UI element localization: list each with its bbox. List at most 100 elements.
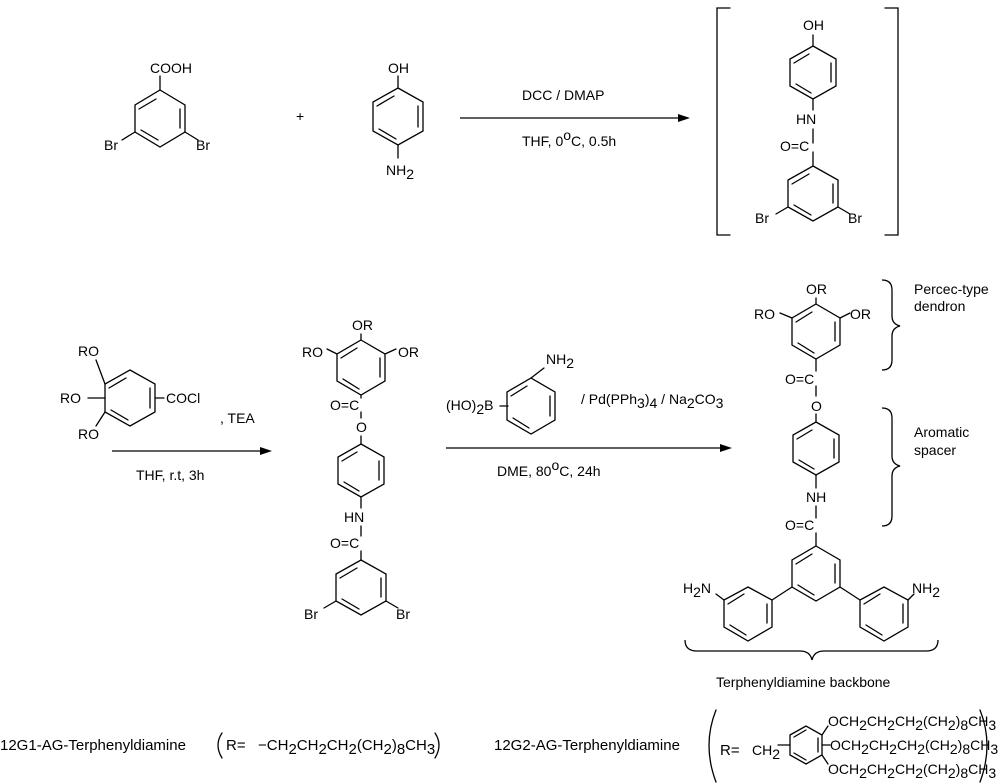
arrowhead-2 xyxy=(260,447,272,455)
bond-br-left xyxy=(121,131,136,141)
g1-r-value: −CH2CH2CH2(CH2)8CH3 xyxy=(258,737,435,758)
o-link-label: O xyxy=(811,398,822,414)
ro-label-left: RO xyxy=(754,306,775,322)
bracket-left xyxy=(716,7,731,236)
backbone-brace xyxy=(684,639,939,661)
paren-open xyxy=(708,709,717,783)
hn-label: HN xyxy=(344,509,364,525)
conditions-step2: THF, r.t, 3h xyxy=(136,467,204,483)
double-bond xyxy=(793,53,810,64)
legend-g2: 12G2-AG-Terphenyldiamine R= CH2 OCH2CH2C… xyxy=(494,709,998,783)
gallate-ring xyxy=(336,339,386,396)
h2n-label-left: H2N xyxy=(683,580,711,600)
nh-label: NH xyxy=(806,489,826,505)
paren-open xyxy=(217,732,223,759)
nh2-label: NH2 xyxy=(546,351,574,371)
intermediate-amide: OH HN O=C Br Br xyxy=(716,7,899,236)
double-bond xyxy=(341,598,360,610)
reagents-dcc-dmap: DCC / DMAP xyxy=(522,87,604,103)
dendron-label-line2: dendron xyxy=(914,298,965,314)
bond-nh2 xyxy=(530,367,545,379)
bond-nh2-left xyxy=(715,593,725,601)
g2-chain-mid: OCH2CH2CH2(CH2)8CH3 xyxy=(830,737,998,757)
conditions-step1: THF, 0oC, 0.5h xyxy=(522,127,616,149)
reagents-pd-na2co3: / Pd(PPh3)4 / Na2CO3 xyxy=(581,391,724,411)
or-label-right: OR xyxy=(850,306,871,322)
terphenyldiamine-product: OR RO OR O=C O NH O=C H2N xyxy=(683,281,940,642)
double-bond xyxy=(108,377,127,389)
dibromo-ring xyxy=(787,165,839,222)
arrowhead-1 xyxy=(678,114,690,122)
double-bond xyxy=(512,417,530,429)
double-bond xyxy=(796,429,813,440)
nh2-label: NH2 xyxy=(386,162,414,182)
bond-br-left xyxy=(775,206,789,215)
double-bond xyxy=(378,128,397,140)
or-label-top: OR xyxy=(806,281,827,297)
g2-r-label: R= xyxy=(720,742,740,759)
ro-label-mid: RO xyxy=(60,390,81,406)
co-label: O=C xyxy=(780,138,809,154)
plus-sign: + xyxy=(296,108,304,124)
bond-br-right xyxy=(184,131,199,141)
cocl-label: COCl xyxy=(166,390,200,406)
double-bond xyxy=(110,409,129,421)
benzene-ring xyxy=(506,377,556,435)
bond-central-left xyxy=(771,586,793,601)
o-link-label: O xyxy=(356,419,367,435)
bracket-right xyxy=(884,7,899,236)
dendron-brace xyxy=(881,279,901,371)
double-bond xyxy=(510,385,528,397)
g2-ch2: CH2 xyxy=(752,742,780,762)
double-bond xyxy=(341,451,358,462)
hn-label: HN xyxy=(796,111,816,127)
bond-or-right xyxy=(384,348,397,355)
double-bond xyxy=(793,204,812,216)
double-bond xyxy=(376,95,395,107)
double-bond xyxy=(795,553,813,565)
ro-label-top: RO xyxy=(78,343,99,359)
spacer-ring xyxy=(337,443,385,498)
double-bond xyxy=(863,593,881,605)
aminophenylboronic-acid: (HO)2B NH2 xyxy=(446,351,574,435)
br-label-left: Br xyxy=(104,137,118,153)
double-bond xyxy=(865,624,883,636)
co-label-2: O=C xyxy=(785,517,814,533)
oh-label: OH xyxy=(803,17,824,33)
or-label-right: OR xyxy=(398,344,419,360)
spacer-label-line1: Aromatic xyxy=(914,424,969,440)
phenol-ring xyxy=(789,45,837,100)
backbone-label: Terphenyldiamine backbone xyxy=(716,674,891,690)
double-bond xyxy=(793,729,807,738)
double-bond xyxy=(795,83,812,94)
bond-ro-left xyxy=(326,348,338,355)
ro-label-left: RO xyxy=(302,344,323,360)
double-bond xyxy=(798,459,815,470)
bond-o-bottom xyxy=(821,754,829,765)
double-bond xyxy=(729,624,747,636)
double-bond xyxy=(797,584,815,596)
co-label: O=C xyxy=(785,371,814,387)
double-bond xyxy=(727,593,745,605)
dibromo-ring xyxy=(335,559,387,616)
paren-close xyxy=(434,732,440,759)
bond-or-right xyxy=(839,312,851,319)
arrowhead-3 xyxy=(720,444,732,452)
bond-o-top xyxy=(821,725,829,736)
g2-name: 12G2-AG-Terphenyldiamine xyxy=(494,737,680,754)
co-label: O=C xyxy=(330,397,359,413)
double-bond xyxy=(340,347,358,359)
benzene-ring xyxy=(104,369,156,427)
br-label-right: Br xyxy=(848,210,862,226)
dibromobenzoic-acid: COOH Br Br xyxy=(104,60,210,153)
br-label-left: Br xyxy=(304,606,318,622)
double-bond xyxy=(793,752,807,761)
or-label-top: OR xyxy=(352,317,373,333)
aminophenol: OH NH2 xyxy=(372,60,424,182)
left-aniline-ring xyxy=(723,586,773,642)
cooh-label: COOH xyxy=(150,60,192,76)
double-bond xyxy=(791,173,810,185)
oh-label: OH xyxy=(388,60,409,76)
bond-br-right xyxy=(385,600,399,609)
